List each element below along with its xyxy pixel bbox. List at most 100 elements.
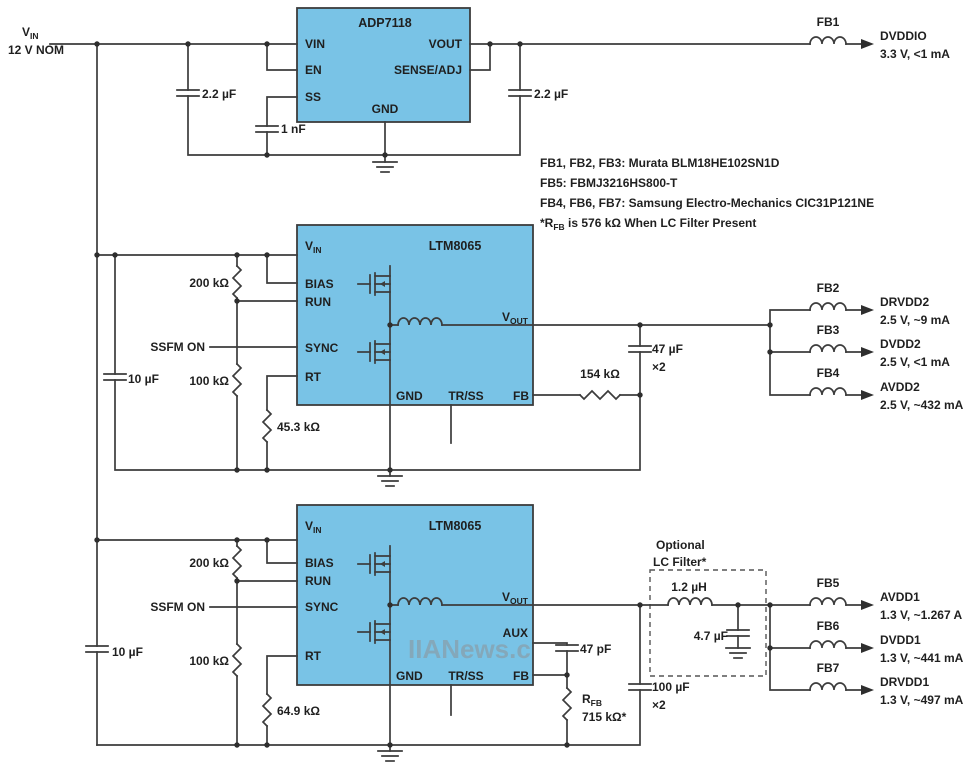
pin-rt: RT	[305, 649, 322, 663]
resistor-rt-bot-label: 64.9 kΩ	[277, 704, 320, 718]
cap-output-bot	[628, 683, 652, 691]
cap-output-top	[508, 89, 532, 97]
resistor-rt-bot	[262, 693, 272, 727]
lc-filter-title-2: LC Filter*	[653, 555, 707, 569]
rail-dvdd1: DVDD1	[880, 633, 921, 647]
cap-aux-label: 47 pF	[580, 642, 611, 656]
ferrite-bead-fb2	[809, 302, 847, 311]
arrow-right-icon	[861, 685, 874, 695]
rail-dvdd2-spec: 2.5 V, <1 mA	[880, 355, 950, 369]
resistor-rfb-bot	[562, 687, 572, 721]
pin-trss: TR/SS	[448, 669, 483, 683]
arrow-right-icon	[861, 347, 874, 357]
cap-output-bot-label: 100 µF	[652, 680, 690, 694]
ferrite-bead-fb3	[809, 344, 847, 353]
cap-input-top-label: 2.2 µF	[202, 87, 236, 101]
ltm8065-bottom-body	[296, 504, 534, 686]
note-line-1: FB1, FB2, FB3: Murata BLM18HE102SN1D	[540, 156, 780, 170]
rail-avdd1: AVDD1	[880, 590, 920, 604]
cap-output-mid-label: 47 µF	[652, 342, 683, 356]
resistor-fb-mid	[579, 390, 621, 400]
resistor-100k-bot-label: 100 kΩ	[189, 654, 229, 668]
source-name: VIN	[22, 25, 39, 41]
rail-dvddio-spec: 3.3 V, <1 mA	[880, 47, 950, 61]
cap-ss	[255, 125, 279, 133]
pin-run: RUN	[305, 295, 331, 309]
arrow-right-icon	[861, 305, 874, 315]
ground-symbol-bot	[377, 750, 403, 762]
cap-output-mid-qty: ×2	[652, 360, 666, 374]
pin-gnd: GND	[396, 669, 423, 683]
pin-vin: VIN	[305, 239, 322, 255]
rail-dvdd1-spec: 1.3 V, ~441 mA	[880, 651, 964, 665]
pin-aux: AUX	[503, 626, 528, 640]
fb5-label: FB5	[817, 576, 840, 590]
resistor-200k-mid	[232, 265, 242, 299]
fb6-label: FB6	[817, 619, 840, 633]
fb4-label: FB4	[817, 366, 840, 380]
rail-drvdd2-spec: 2.5 V, ~9 mA	[880, 313, 950, 327]
resistor-rfb-name: RFB	[582, 692, 602, 708]
arrow-right-icon	[861, 39, 874, 49]
pin-vout: VOUT	[429, 37, 463, 51]
pin-sync: SYNC	[305, 341, 339, 355]
cap-input-top	[176, 89, 200, 97]
pin-bias: BIAS	[305, 277, 334, 291]
cap-input-bot-label: 10 µF	[112, 645, 143, 659]
cap-ss-label: 1 nF	[281, 122, 306, 136]
note-line-3: FB4, FB6, FB7: Samsung Electro-Mechanics…	[540, 196, 874, 210]
resistor-200k-bot-label: 200 kΩ	[189, 556, 229, 570]
resistor-rt-mid-label: 45.3 kΩ	[277, 420, 320, 434]
ferrite-bead-fb4	[809, 387, 847, 396]
lc-cap-label: 4.7 µF	[694, 629, 728, 643]
input-source-label: VIN 12 V NOM	[8, 25, 64, 57]
pin-ss: SS	[305, 90, 321, 104]
rail-drvdd1-spec: 1.3 V, ~497 mA	[880, 693, 964, 707]
fb7-label: FB7	[817, 661, 840, 675]
rail-drvdd1: DRVDD1	[880, 675, 929, 689]
ferrite-bead-fb7	[809, 682, 847, 691]
lc-filter-labels: Optional LC Filter* 1.2 µH 4.7 µF	[653, 538, 728, 643]
pin-fb: FB	[513, 389, 529, 403]
ltm8065-bottom-block-labels: LTM8065 VIN BIAS RUN SYNC RT GND TR/SS V…	[305, 519, 529, 683]
ssfm-on-bot-label: SSFM ON	[150, 600, 205, 614]
lc-filter-title-1: Optional	[656, 538, 705, 552]
pin-vin: VIN	[305, 519, 322, 535]
ferrite-bead-fb1	[809, 36, 847, 45]
ssfm-on-mid-label: SSFM ON	[150, 340, 205, 354]
cap-aux	[555, 644, 579, 652]
pin-en: EN	[305, 63, 322, 77]
adp7118-title: ADP7118	[358, 16, 412, 30]
cap-input-bot	[85, 645, 109, 653]
cap-input-mid	[103, 373, 127, 381]
notes: FB1, FB2, FB3: Murata BLM18HE102SN1D FB5…	[540, 156, 874, 232]
resistor-rfb-value: 715 kΩ*	[582, 710, 627, 724]
arrow-right-icon	[861, 600, 874, 610]
pin-gnd: GND	[396, 389, 423, 403]
pin-rt: RT	[305, 370, 322, 384]
cap-output-mid	[628, 345, 652, 353]
ltm8065-top-block-labels: LTM8065 VIN BIAS RUN SYNC RT GND TR/SS V…	[305, 239, 529, 403]
pin-sense-adj: SENSE/ADJ	[394, 63, 462, 77]
resistor-200k-mid-label: 200 kΩ	[189, 276, 229, 290]
rail-dvdd2: DVDD2	[880, 337, 921, 351]
ltm8065-bottom-title: LTM8065	[429, 519, 482, 533]
pin-vin: VIN	[305, 37, 325, 51]
lc-inductor-label: 1.2 µH	[671, 580, 707, 594]
adp7118-block-labels: ADP7118 VIN EN SS VOUT SENSE/ADJ GND	[305, 16, 463, 116]
pin-run: RUN	[305, 574, 331, 588]
pin-trss: TR/SS	[448, 389, 483, 403]
arrow-right-icon	[861, 390, 874, 400]
resistor-100k-mid-label: 100 kΩ	[189, 374, 229, 388]
junction-dots	[94, 41, 773, 748]
pin-fb: FB	[513, 669, 529, 683]
resistor-200k-bot	[232, 545, 242, 579]
cap-output-bot-qty: ×2	[652, 698, 666, 712]
ground-symbol-top	[372, 161, 398, 173]
note-line-2: FB5: FBMJ3216HS800-T	[540, 176, 678, 190]
mid-section-component-labels: 10 µF 200 kΩ 100 kΩ SSFM ON 45.3 kΩ 154 …	[128, 276, 683, 434]
output-rail-labels: FB1 DVDDIO 3.3 V, <1 mA FB2 DRVDD2 2.5 V…	[817, 15, 964, 707]
adp7118-body	[296, 7, 471, 123]
